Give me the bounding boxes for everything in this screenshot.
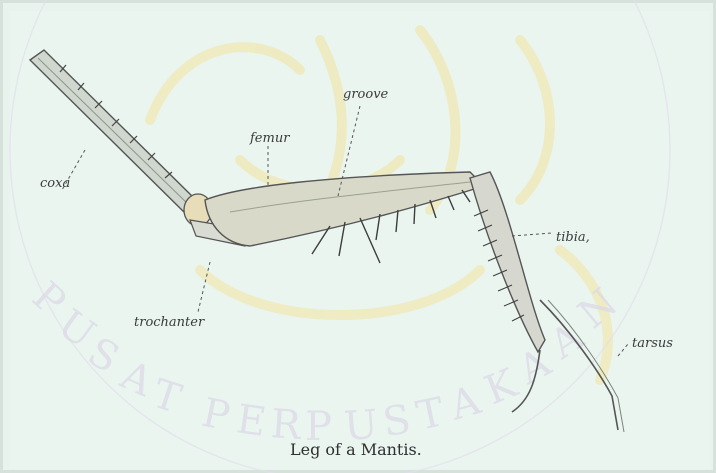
femur-segment <box>205 172 484 263</box>
label-coxa: coxa <box>40 176 70 191</box>
svg-text:K: K <box>479 360 525 414</box>
label-trochanter: trochanter <box>134 315 204 330</box>
svg-text:P: P <box>198 390 234 441</box>
svg-text:A: A <box>444 377 486 430</box>
label-femur: femur <box>250 131 289 146</box>
label-tibia: tibia, <box>556 230 590 245</box>
figure-caption: Leg of a Mantis. <box>290 440 422 459</box>
svg-text:E: E <box>234 396 269 446</box>
svg-text:T: T <box>413 389 449 440</box>
watermark-text: P U S A T P E R P U S T A K A A N <box>23 273 626 450</box>
svg-text:T: T <box>147 371 187 423</box>
label-groove: groove <box>343 87 388 102</box>
label-tarsus: tarsus <box>632 336 673 351</box>
svg-text:S: S <box>380 397 414 446</box>
